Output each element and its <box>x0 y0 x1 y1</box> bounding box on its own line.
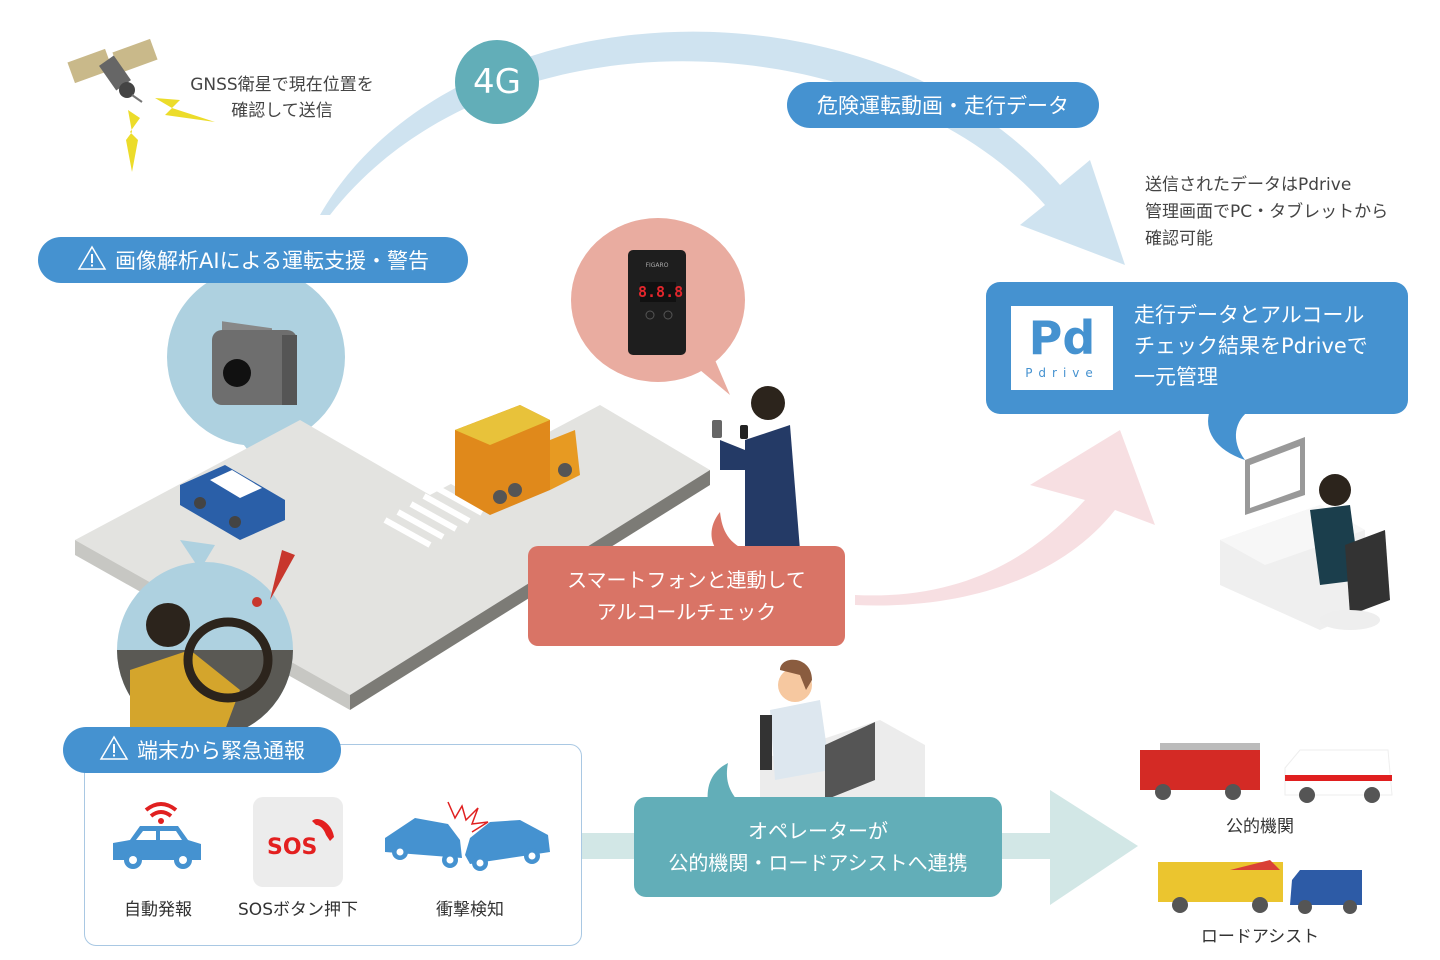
gnss-caption: GNSS衛星で現在位置を 確認して送信 <box>172 72 392 124</box>
emergency-title: 端末から緊急通報 <box>137 739 305 763</box>
ambulance-illustration <box>1284 749 1393 803</box>
pdrive-summary-line-1: 走行データとアルコール <box>1134 303 1365 327</box>
operator-box: オペレーターが 公的機関・ロードアシストへ連携 <box>634 797 1002 897</box>
network-4g-badge: 4G <box>455 40 539 124</box>
pdrive-logo-mark: Pd <box>1028 311 1096 365</box>
warning-icon <box>99 735 129 766</box>
warning-icon <box>77 245 107 276</box>
car-collision-icon <box>385 801 550 871</box>
fire-truck-illustration <box>1140 743 1260 800</box>
sos-text: SOS <box>267 835 318 860</box>
emergency-flow-arrowhead <box>1050 790 1138 905</box>
operator-line-1: オペレーターが <box>748 819 888 843</box>
sos-label: SOSボタン押下 <box>238 900 358 920</box>
alcohol-result-arrow <box>855 430 1155 606</box>
data-flow-label: 危険運転動画・走行データ <box>817 94 1069 118</box>
collision-detect-item <box>380 800 555 880</box>
public-agency-label: 公的機関 <box>1226 817 1294 837</box>
alcohol-check-line-2: アルコールチェック <box>596 600 777 624</box>
auto-alert-item <box>108 798 208 880</box>
ai-assist-label: 画像解析AIによる運転支援・警告 <box>115 249 429 273</box>
pdrive-note-line-3: 確認可能 <box>1145 229 1213 249</box>
alcohol-check-box: スマートフォンと連動して アルコールチェック <box>528 546 845 646</box>
device-display: 8.8.8 <box>638 283 684 301</box>
emergency-title-pill: 端末から緊急通報 <box>63 727 341 773</box>
network-4g-label: 4G <box>473 62 521 102</box>
blue-car-illustration <box>180 465 285 540</box>
auto-alert-label: 自動発報 <box>124 900 192 920</box>
road-assist-label: ロードアシスト <box>1200 927 1320 947</box>
data-flow-arc-arrow <box>320 31 1125 265</box>
alcohol-bubble-tail <box>711 512 750 552</box>
truck-illustration <box>455 405 580 515</box>
gnss-line-2: 確認して送信 <box>231 101 333 121</box>
satellite-illustration <box>67 38 215 172</box>
pdrive-summary-box: Pd Pdrive 走行データとアルコール チェック結果をPdriveで 一元管… <box>986 282 1408 414</box>
man-illustration <box>712 386 800 555</box>
alcohol-checker-device <box>628 250 686 355</box>
ai-assist-pill: 画像解析AIによる運転支援・警告 <box>38 237 468 283</box>
pdrive-summary-line-3: 一元管理 <box>1134 365 1218 389</box>
pdrive-summary-text: 走行データとアルコール チェック結果をPdriveで 一元管理 <box>1134 300 1368 393</box>
pdrive-bubble-tail <box>1208 410 1250 460</box>
pc-user-illustration <box>1220 437 1390 630</box>
driver-illustration <box>130 603 273 730</box>
pdrive-logo: Pd Pdrive <box>1011 306 1113 390</box>
tow-truck-illustration <box>1158 860 1362 914</box>
alcohol-check-line-1: スマートフォンと連動して <box>567 568 806 592</box>
pdrive-note: 送信されたデータはPdrive 管理画面でPC・タブレットから 確認可能 <box>1145 172 1388 253</box>
collision-detect-label: 衝撃検知 <box>436 900 504 920</box>
sos-phone-icon <box>312 818 334 841</box>
alert-exclamation-icon <box>270 550 295 600</box>
car-signal-icon <box>113 802 201 869</box>
data-flow-label-pill: 危険運転動画・走行データ <box>787 82 1099 128</box>
pdrive-note-line-2: 管理画面でPC・タブレットから <box>1145 202 1389 222</box>
operator-line-2: 公的機関・ロードアシストへ連携 <box>668 851 968 875</box>
pdrive-summary-line-2: チェック結果をPdriveで <box>1134 334 1368 358</box>
sos-button: SOS <box>253 797 343 887</box>
gnss-line-1: GNSS衛星で現在位置を <box>190 75 374 95</box>
device-brand: FIGARO <box>645 262 669 269</box>
pdrive-note-line-1: 送信されたデータはPdrive <box>1145 175 1352 195</box>
operator-bubble-tail <box>707 763 740 803</box>
pdrive-logo-text: Pdrive <box>1025 366 1099 380</box>
dashcam-illustration <box>212 321 297 405</box>
